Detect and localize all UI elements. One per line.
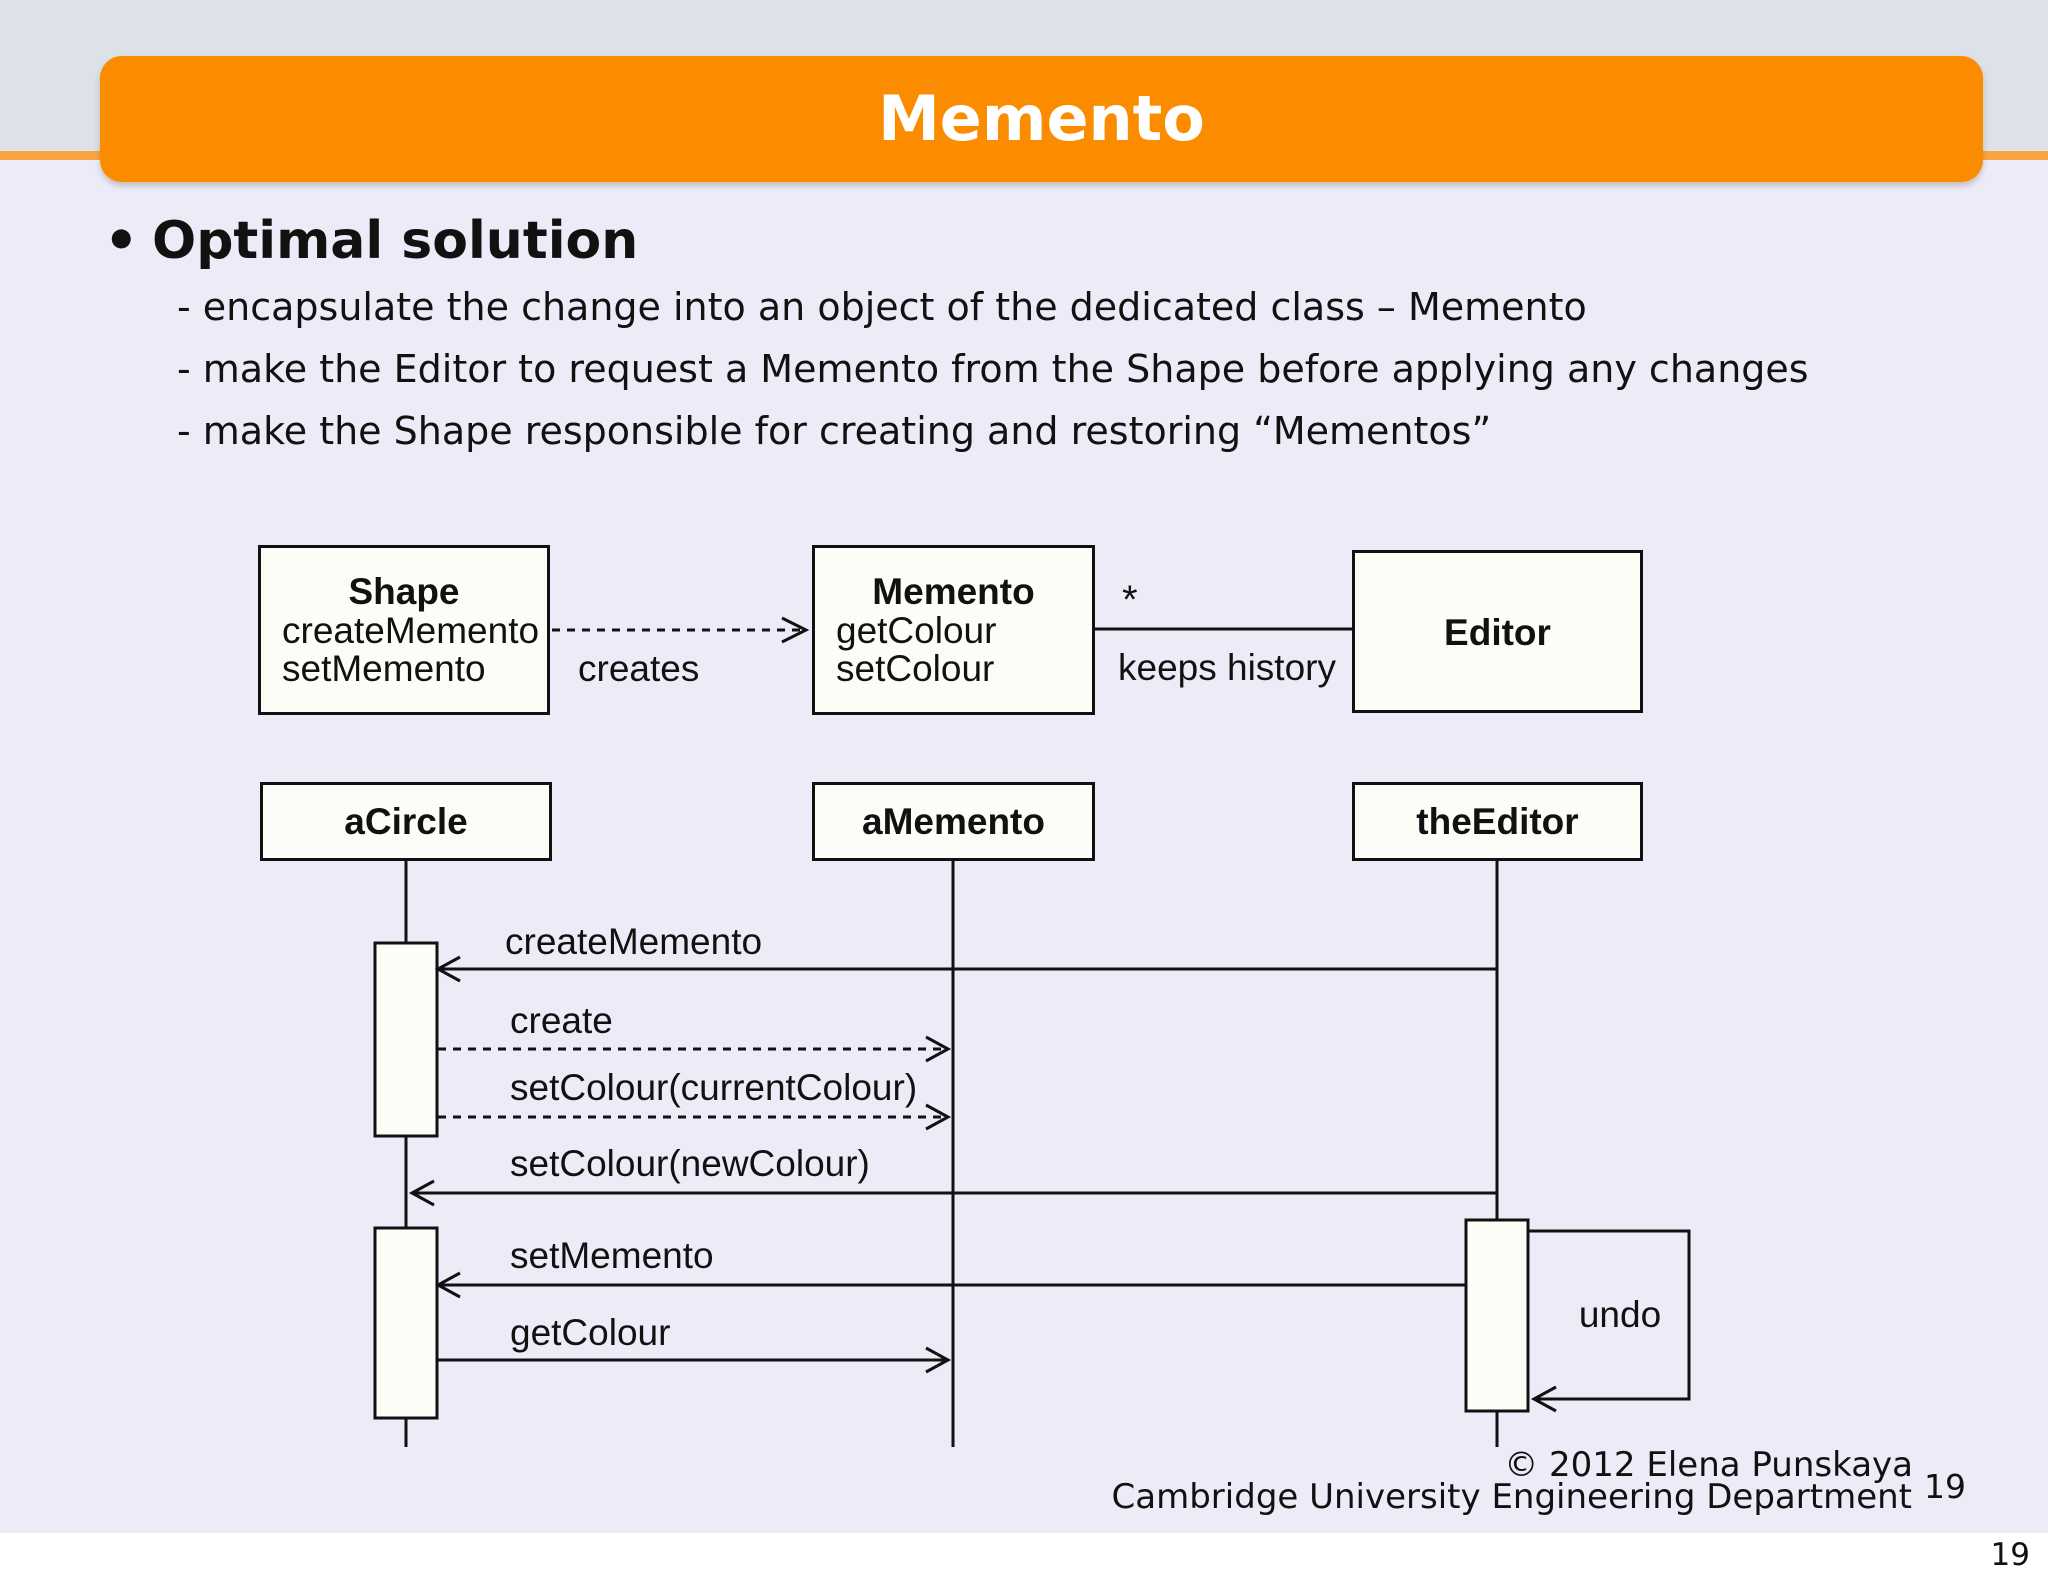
bullet-item: - make the Editor to request a Memento f… xyxy=(177,347,1809,391)
class-box-memento xyxy=(812,545,1095,715)
msg-creatememento-label: createMemento xyxy=(505,921,763,962)
class-editor-title: Editor xyxy=(1444,612,1551,653)
bullet-marker: • xyxy=(104,209,139,272)
footer-copyright: © 2012 Elena Punskaya xyxy=(1504,1445,1913,1485)
creates-arrowhead xyxy=(781,616,810,644)
class-shape-title: Shape xyxy=(348,571,460,612)
slide-title-bar xyxy=(100,56,1983,182)
footer-affiliation: Cambridge University Engineering Departm… xyxy=(1111,1477,1912,1517)
bullet-heading: Optimal solution xyxy=(152,211,639,271)
msg-undo-selfcall-line xyxy=(1528,1229,1691,1401)
creates-label: creates xyxy=(578,648,700,689)
object-amemento-label: aMemento xyxy=(862,801,1045,842)
msg-setcolour-new-label: setColour(newColour) xyxy=(510,1143,870,1184)
object-theeditor-label: theEditor xyxy=(1416,801,1579,842)
slide-title: Memento xyxy=(878,82,1205,155)
bullet-item: - encapsulate the change into an object … xyxy=(177,285,1587,329)
multiplicity-star: * xyxy=(1122,578,1138,622)
object-acircle-label: aCircle xyxy=(344,801,468,842)
msg-getcolour-label: getColour xyxy=(510,1312,671,1353)
msg-setmemento-label: setMemento xyxy=(510,1235,714,1276)
msg-setmemento-arrowhead xyxy=(434,1271,461,1299)
msg-undo-label: undo xyxy=(1578,1294,1662,1335)
association-label: keeps history xyxy=(1118,647,1336,688)
msg-undo-arrowhead xyxy=(1530,1385,1557,1413)
msg-create-label: create xyxy=(510,1000,613,1041)
msg-create-arrowhead xyxy=(925,1035,952,1063)
class-memento-method: setColour xyxy=(836,648,995,689)
class-shape-method: createMemento xyxy=(282,610,540,651)
activation-acircle-2 xyxy=(373,1226,439,1420)
class-shape-method: setMemento xyxy=(282,648,486,689)
class-memento-method: getColour xyxy=(836,610,997,651)
page-number: 19 xyxy=(1990,1537,2030,1573)
object-box-theeditor xyxy=(1352,782,1643,861)
activation-acircle-1 xyxy=(373,941,439,1138)
msg-creatememento-arrowhead xyxy=(434,955,461,983)
bullet-item: - make the Shape responsible for creatin… xyxy=(177,409,1492,453)
class-box-shape xyxy=(258,545,550,715)
class-box-editor xyxy=(1352,550,1643,713)
msg-setcolour-current-arrowhead xyxy=(925,1103,952,1131)
object-box-acircle xyxy=(260,782,552,861)
class-memento-title: Memento xyxy=(872,571,1035,612)
bottom-band xyxy=(0,1533,2048,1576)
msg-setcolour-current-label: setColour(currentColour) xyxy=(510,1067,918,1108)
msg-setcolour-new-arrowhead xyxy=(408,1179,435,1207)
footer-slide-number: 19 xyxy=(1924,1467,1966,1506)
activation-theeditor xyxy=(1464,1218,1530,1413)
msg-getcolour-arrowhead xyxy=(925,1346,952,1374)
object-box-amemento xyxy=(812,782,1095,861)
